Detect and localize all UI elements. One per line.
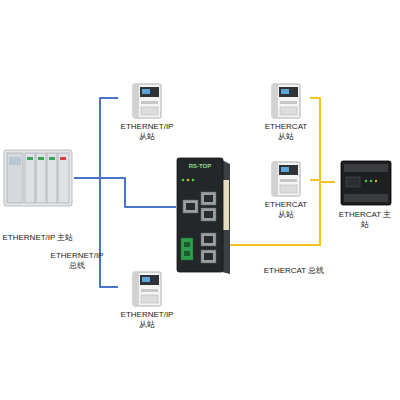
device-node: ETHERNET/IP 从站 xyxy=(118,82,176,142)
status-led xyxy=(187,179,190,182)
plc-led xyxy=(27,157,33,160)
device-node: ETHERCAT 从站 xyxy=(262,82,310,142)
terminal-row xyxy=(344,194,388,202)
rj45-port xyxy=(204,195,213,202)
ethercat-plc-illustration xyxy=(341,161,391,205)
plc-led xyxy=(38,157,44,160)
rj45-port xyxy=(201,208,216,221)
plc-rack xyxy=(4,150,72,206)
gateway-sticker xyxy=(223,180,229,230)
status-led xyxy=(370,180,372,182)
status-led xyxy=(365,180,367,182)
status-led xyxy=(192,179,195,182)
bus-label: ETHERNET/IP 总线 xyxy=(48,251,106,271)
ethercat-drive xyxy=(272,84,300,118)
rj45-port xyxy=(186,203,195,210)
rj45-port xyxy=(204,211,213,218)
device-label: ETHERNET/IP 从站 xyxy=(118,122,176,142)
device-node: ETHERNET/IP 主站 xyxy=(2,148,74,243)
ethernetip-bus-line xyxy=(74,98,118,178)
power-terminal xyxy=(184,242,190,247)
plc-module xyxy=(47,153,57,203)
bus-label: ETHERCAT 总线 xyxy=(262,266,326,276)
brand-text: RS-TOP xyxy=(189,162,212,170)
device-label: ETHERNET/IP 从站 xyxy=(118,310,176,330)
rj45-port xyxy=(201,233,216,246)
rj45-port xyxy=(201,192,216,205)
ethernetip-drive xyxy=(133,272,161,306)
ethercat-bus-line xyxy=(224,98,320,245)
rj45-port xyxy=(204,253,213,260)
plc-led xyxy=(60,157,66,160)
ethercat-drive xyxy=(272,162,300,196)
terminal-row xyxy=(344,164,388,172)
device-label: ETHERCAT 从站 xyxy=(262,122,310,142)
device-label: ETHERCAT 主站 xyxy=(335,210,395,230)
plc-led xyxy=(49,157,55,160)
device-node: ETHERCAT 从站 xyxy=(262,160,310,220)
ethernetip-bus-line xyxy=(74,178,118,287)
plc-module xyxy=(58,153,69,203)
ethernetip-bus-line xyxy=(74,178,176,207)
status-led xyxy=(182,179,185,182)
ethernetip-drive xyxy=(133,84,161,118)
status-led xyxy=(375,180,377,182)
plc-body xyxy=(341,161,391,205)
plc-cpu xyxy=(7,153,23,203)
plc-panel xyxy=(346,177,360,187)
rj45-port xyxy=(183,200,198,213)
device-node: ETHERCAT 主站 xyxy=(335,158,395,230)
plc-display xyxy=(9,157,21,165)
power-terminal xyxy=(181,238,193,260)
power-terminal xyxy=(184,251,190,256)
device-node: ETHERNET/IP 从站 xyxy=(118,270,176,330)
rj45-port xyxy=(201,250,216,263)
rj45-port xyxy=(204,236,213,243)
gateway-body xyxy=(177,158,223,272)
plc-module xyxy=(36,153,46,203)
gateway-device: RS-TOP xyxy=(176,158,224,272)
gateway-illustration xyxy=(177,158,230,274)
plc-module xyxy=(25,153,35,203)
device-label: ETHERNET/IP 主站 xyxy=(3,233,74,243)
device-label: ETHERCAT 从站 xyxy=(262,200,310,220)
plc-illustration xyxy=(4,150,72,206)
